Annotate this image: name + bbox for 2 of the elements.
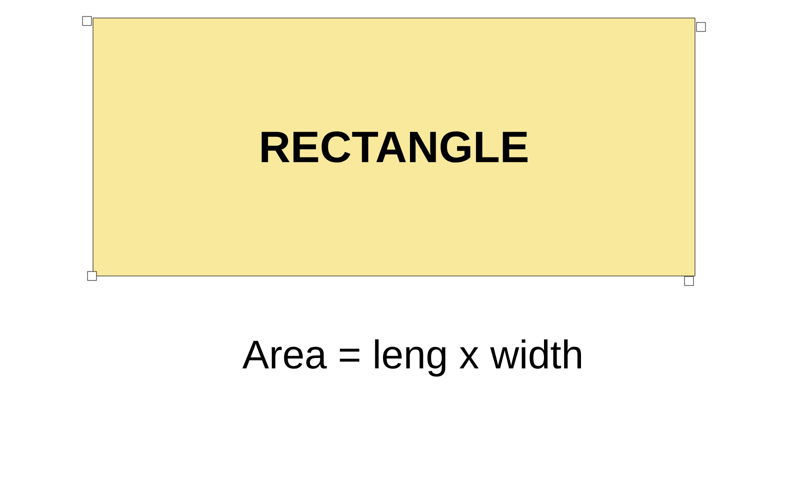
rectangle-box: RECTANGLE bbox=[92, 18, 696, 276]
formula-text: Area = leng x width bbox=[242, 339, 581, 377]
